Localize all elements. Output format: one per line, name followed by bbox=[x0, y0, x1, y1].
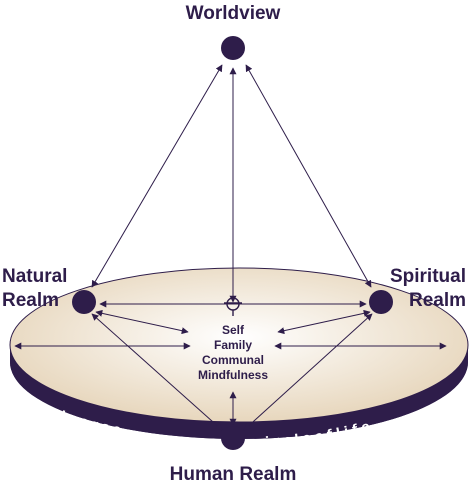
person-figure-icon bbox=[224, 297, 242, 316]
worldview-node-icon bbox=[221, 36, 245, 60]
arrow-worldview-spiritual bbox=[245, 64, 372, 288]
arrow-worldview-natural bbox=[91, 64, 223, 288]
center-line-family: Family bbox=[214, 338, 252, 352]
center-line-mindfulness: Mindfulness bbox=[198, 368, 268, 382]
spiritual-realm-node-icon bbox=[369, 290, 393, 314]
arrow-spiritual-human bbox=[243, 313, 373, 431]
spiritual-realm-label-line2: Realm bbox=[409, 290, 466, 311]
natural-realm-label-line1: Natural bbox=[2, 266, 67, 287]
arrow-natural-human bbox=[91, 313, 223, 431]
center-line-communal: Communal bbox=[202, 353, 264, 367]
human-realm-node-icon bbox=[221, 426, 245, 450]
worldview-label: Worldview bbox=[186, 3, 281, 24]
natural-realm-label-line2: Realm bbox=[2, 290, 59, 311]
human-realm-label: Human Realm bbox=[170, 464, 297, 485]
arrows bbox=[14, 64, 447, 431]
natural-realm-node-icon bbox=[72, 290, 96, 314]
spiritual-realm-label-line1: Spiritual bbox=[390, 266, 466, 287]
center-line-self: Self bbox=[222, 323, 245, 337]
